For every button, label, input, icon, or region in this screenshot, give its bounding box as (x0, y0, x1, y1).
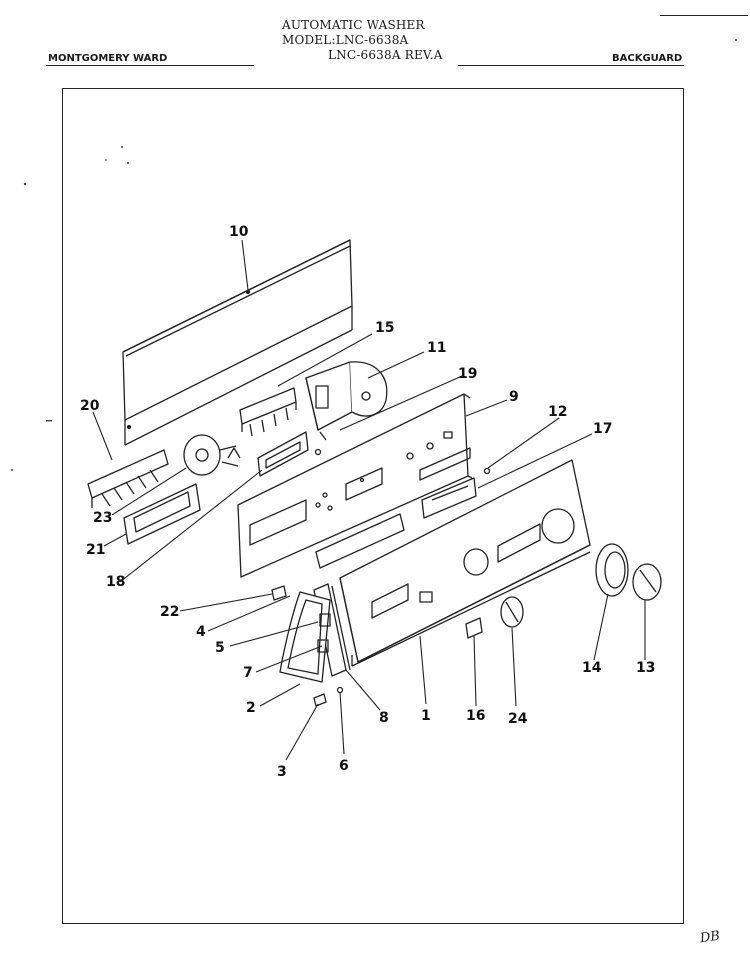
part-18-bracket (257, 431, 309, 477)
part-17-dial-lens (421, 477, 477, 519)
part-3-clip (313, 693, 327, 707)
scan-marks (11, 39, 737, 471)
callout-labels: 10 15 11 19 9 12 17 20 23 21 18 22 4 5 7… (80, 224, 655, 780)
callout-15: 15 (375, 320, 394, 336)
callout-20: 20 (80, 398, 100, 414)
callout-8: 8 (379, 710, 389, 726)
callout-16: 16 (466, 708, 485, 724)
header-rule-right (458, 65, 684, 66)
part-1-console-front (315, 459, 591, 667)
callout-7: 7 (243, 665, 253, 681)
part-9-backguard-panel (237, 393, 473, 578)
part-21-lens (123, 483, 201, 545)
callout-9: 9 (509, 389, 519, 405)
part-20-selector-switch (87, 449, 169, 508)
callout-14: 14 (582, 660, 602, 676)
part-10-top-trim (122, 239, 353, 446)
callout-19: 19 (458, 366, 477, 382)
callout-5: 5 (215, 640, 225, 656)
part-11-timer (305, 361, 388, 441)
title-line-3: LNC-6638A REV.A (328, 48, 443, 62)
callout-22: 22 (160, 604, 179, 620)
callout-18: 18 (106, 574, 125, 590)
part-16-button (465, 617, 483, 639)
part-14-knob-skirt (595, 543, 629, 597)
callout-13: 13 (636, 660, 655, 676)
part-19-screw (314, 448, 322, 456)
callout-6: 6 (339, 758, 349, 774)
callout-3: 3 (277, 764, 287, 780)
callout-2: 2 (246, 700, 256, 716)
handwritten-note: DB (699, 928, 721, 947)
part-23-rotary-switch (183, 434, 241, 476)
callout-4: 4 (196, 624, 206, 640)
part-2-end-cap (279, 591, 331, 683)
callout-21: 21 (86, 542, 105, 558)
part-22-clip (271, 585, 287, 601)
part-13-knob (632, 563, 662, 601)
part-7-switch (317, 639, 329, 653)
diagram-title: AUTOMATIC WASHER MODEL:LNC-6638A LNC-663… (282, 18, 443, 63)
header-rule-left (46, 65, 254, 66)
leader-lines (92, 239, 646, 761)
callout-24: 24 (508, 711, 528, 727)
callout-17: 17 (593, 421, 612, 437)
callout-23: 23 (93, 510, 112, 526)
callout-11: 11 (427, 340, 446, 356)
callout-10: 10 (229, 224, 249, 240)
part-5-switch (319, 613, 331, 627)
part-15-switch (239, 387, 297, 437)
section-label: BACKGUARD (612, 53, 683, 64)
callout-1: 1 (421, 708, 431, 724)
part-24-knob (500, 596, 524, 628)
title-line-2: MODEL:LNC-6638A (282, 33, 409, 47)
callout-12: 12 (548, 404, 567, 420)
part-6-screw (336, 686, 344, 694)
brand-label: MONTGOMERY WARD (48, 53, 168, 64)
diagram-frame (62, 88, 684, 924)
part-12-screw (483, 467, 491, 475)
corner-mark (660, 15, 748, 16)
title-line-1: AUTOMATIC WASHER (282, 18, 425, 32)
